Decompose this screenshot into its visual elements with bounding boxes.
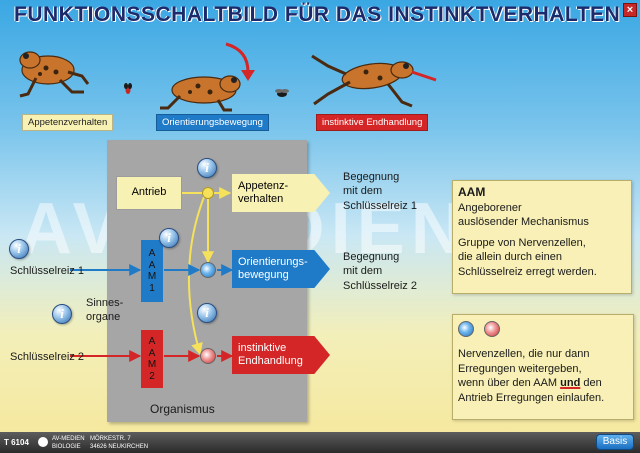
appetenz-output-line2: verhalten xyxy=(238,193,284,205)
nerve-info-line4: Antrieb Erregungen einlaufen. xyxy=(458,391,605,404)
begegnung-2-label: Begegnung mit dem Schlüsselreiz 2 xyxy=(343,250,417,293)
footer-subject: BIOLOGIE xyxy=(52,444,81,450)
aam-info-box: AAM Angeborener auslösender Mechanismus … xyxy=(452,180,632,294)
aam-2-letter-a2: A xyxy=(148,347,156,359)
fly-icon xyxy=(275,89,289,97)
footer-code: T 6104 xyxy=(4,438,29,447)
footer-publisher: AV-MEDIEN xyxy=(52,436,85,442)
endhandlung-output-line1: instinktive xyxy=(238,341,287,354)
nerve-info-box: Nervenzellen, die nur dann Erregungen we… xyxy=(452,314,634,420)
begegnung-1-line3: Schlüsselreiz 1 xyxy=(343,199,417,212)
info-icon[interactable]: i xyxy=(159,228,179,248)
sinnesorgane-line2: organe xyxy=(86,311,121,324)
fly-icon xyxy=(124,83,132,94)
aam-1-letter-m: M xyxy=(147,271,157,282)
aam-info-heading: AAM xyxy=(458,185,486,199)
aam-1-box: A A M 1 xyxy=(141,240,163,302)
aam-info-line1: Angeborener xyxy=(458,201,522,214)
orientierung-output-arrow: Orientierungs- bewegung xyxy=(232,250,330,288)
appetenz-output-arrow: Appetenz- verhalten xyxy=(232,174,330,212)
antrieb-box: Antrieb xyxy=(116,176,182,210)
antrieb-label: Antrieb xyxy=(131,186,167,199)
begegnung-2-line2: mit dem xyxy=(343,265,383,278)
aam-1-letter-a2: A xyxy=(148,259,156,271)
nerve-cell-blue-icon xyxy=(458,321,474,337)
nerve-info-line3-c: den xyxy=(580,377,602,390)
begegnung-1-line1: Begegnung xyxy=(343,171,400,183)
endhandlung-output-arrow: instinktive Endhandlung xyxy=(232,336,330,374)
nerve-info-line3-a: wenn über den AAM xyxy=(458,377,561,390)
footer-street: MÖRKESTR. 7 xyxy=(90,436,131,442)
aam-2-letter-a: A xyxy=(148,336,156,347)
nerve-info-line1: Nervenzellen, die nur dann xyxy=(458,348,590,360)
nerve-info-line3: wenn über den AAM und den xyxy=(458,376,628,391)
frog-sitting-icon xyxy=(19,51,90,98)
nerve-cell-red-icon xyxy=(484,321,500,337)
aam-info-p2-line3: Schlüsselreiz erregt werden. xyxy=(458,265,597,278)
frog-leaping-icon xyxy=(311,54,437,108)
aam-2-number: 2 xyxy=(149,370,155,382)
nerve-cell-blue-icon xyxy=(200,262,216,278)
organismus-label: Organismus xyxy=(150,402,215,416)
schluesselreiz-1-label: Schlüsselreiz 1 xyxy=(10,265,84,277)
footer-logo-icon xyxy=(38,437,48,447)
page-title: FUNKTIONSSCHALTBILD FÜR DAS INSTINKTVERH… xyxy=(14,3,621,26)
schluesselreiz-2-label: Schlüsselreiz 2 xyxy=(10,351,84,363)
info-icon[interactable]: i xyxy=(52,304,72,324)
aam-2-letter-m: M xyxy=(147,359,157,370)
begegnung-2-line3: Schlüsselreiz 2 xyxy=(343,279,417,292)
aam-info-p2-line2: die allein durch einen xyxy=(458,251,562,264)
sinnesorgane-line1: Sinnes- xyxy=(86,297,124,309)
orientierung-output-line1: Orientierungs- xyxy=(238,255,308,268)
frog-orienting-icon xyxy=(160,75,241,112)
orientierung-output-line2: bewegung xyxy=(238,269,289,281)
footer-bar: T 6104 AV-MEDIEN BIOLOGIE MÖRKESTR. 7 34… xyxy=(0,432,640,453)
begegnung-1-line2: mit dem xyxy=(343,185,383,198)
footer-city: 34626 NEUKIRCHEN xyxy=(90,444,149,450)
antrieb-node xyxy=(202,187,214,199)
aam-info-line2: auslösender Mechanismus xyxy=(458,216,589,229)
phase-label-appetenz: Appetenzverhalten xyxy=(22,114,114,131)
info-icon[interactable]: i xyxy=(9,239,29,259)
basis-button[interactable]: Basis xyxy=(596,434,634,450)
info-icon[interactable]: i xyxy=(197,158,217,178)
info-icon[interactable]: i xyxy=(197,303,217,323)
aam-1-number: 1 xyxy=(149,282,155,294)
begegnung-1-label: Begegnung mit dem Schlüsselreiz 1 xyxy=(343,170,417,213)
curved-arrow-icon xyxy=(225,42,255,81)
nerve-cell-red-icon xyxy=(200,348,216,364)
appetenz-output-line1: Appetenz- xyxy=(238,179,289,192)
phase-label-orientierung: Orientierungsbewegung xyxy=(156,114,269,131)
nerve-info-und: und xyxy=(560,377,581,390)
close-icon[interactable]: × xyxy=(623,3,637,17)
aam-info-p2-line1: Gruppe von Nervenzellen, xyxy=(458,236,586,249)
aam-1-letter-a: A xyxy=(148,248,156,259)
aam-2-box: A A M 2 xyxy=(141,330,163,388)
phase-label-endhandlung: instinktive Endhandlung xyxy=(316,114,429,131)
nerve-info-line2: Erregungen weitergeben, xyxy=(458,362,582,375)
endhandlung-output-line2: Endhandlung xyxy=(238,355,303,367)
sinnesorgane-label: Sinnes- organe xyxy=(86,296,123,325)
begegnung-2-line1: Begegnung xyxy=(343,251,400,263)
